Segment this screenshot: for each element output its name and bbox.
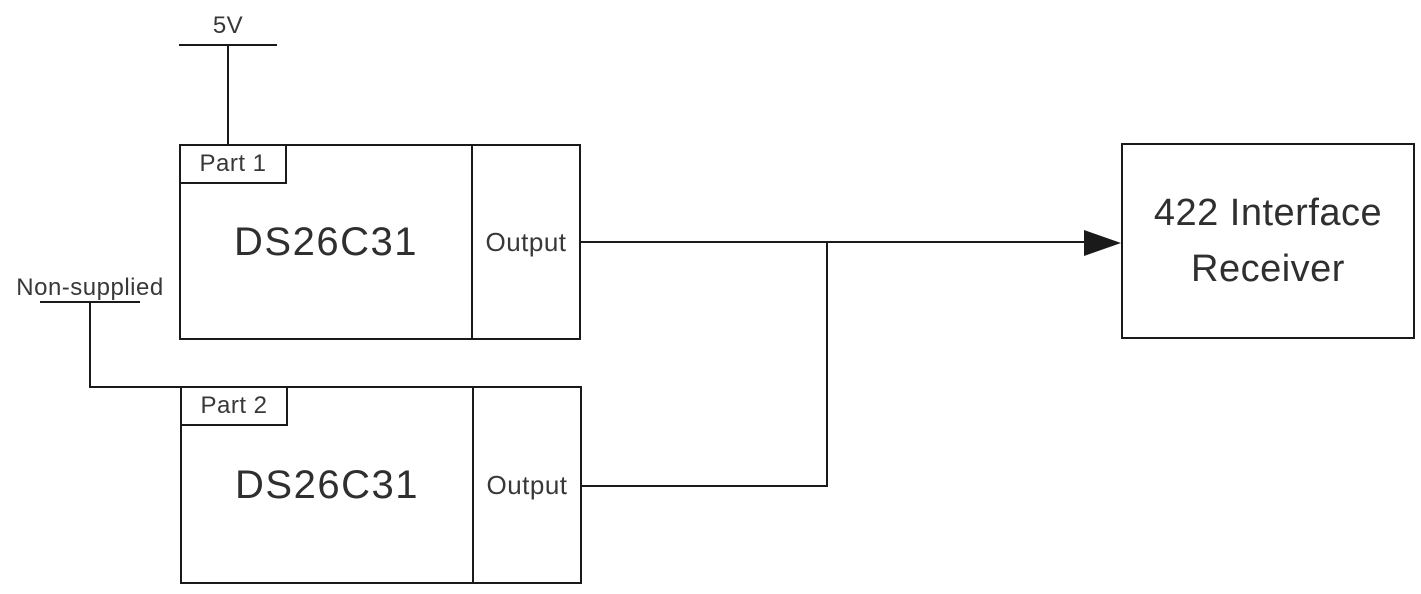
output2-wire (581, 485, 828, 487)
non-supplied-wire-vertical (89, 301, 91, 388)
arrowhead-icon (1084, 230, 1121, 256)
receiver-label-line2: Receiver (1191, 248, 1345, 290)
power-5v-wire (227, 44, 229, 146)
receiver-label-line1: 422 Interface (1153, 192, 1383, 234)
driver-block-part2: Part 2 DS26C31 Output (180, 386, 582, 584)
part2-chip-name: DS26C31 (235, 462, 419, 507)
part2-tab-label: Part 2 (200, 392, 268, 419)
output1-wire (581, 241, 1084, 243)
non-supplied-label: Non-supplied (16, 274, 164, 301)
receiver-block: 422 Interface Receiver (1121, 143, 1415, 339)
junction-wire-vertical (826, 241, 828, 487)
part2-tab: Part 2 (180, 386, 288, 426)
non-supplied-wire-horizontal (89, 386, 182, 388)
driver-block-part1: Part 1 DS26C31 Output (179, 144, 581, 340)
part1-tab: Part 1 (179, 144, 287, 184)
part1-tab-label: Part 1 (199, 150, 267, 177)
part1-output-port: Output (471, 146, 579, 338)
part1-chip-name: DS26C31 (234, 219, 418, 264)
power-5v-label: 5V (212, 12, 244, 39)
part2-output-port: Output (472, 388, 580, 582)
